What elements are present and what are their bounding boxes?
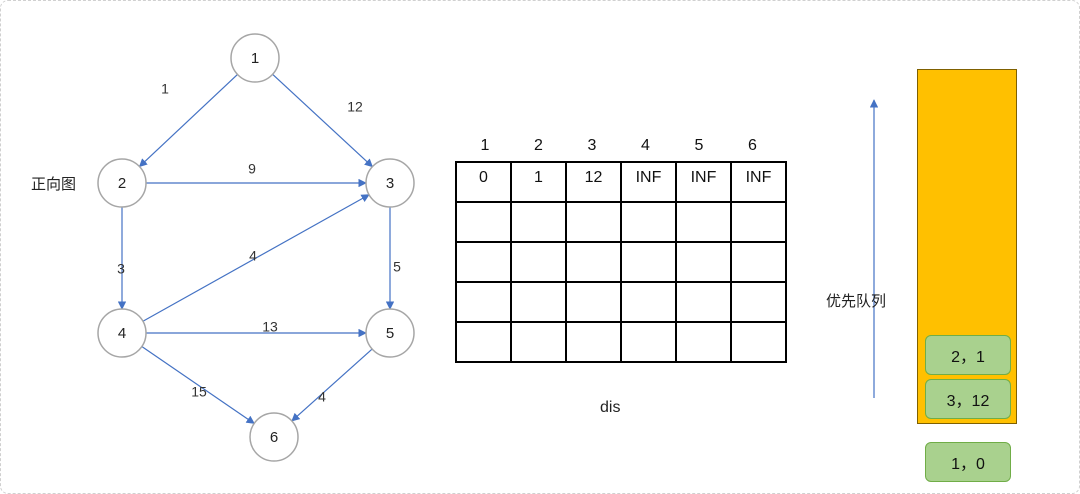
dis-cell [565,241,622,283]
edge-weight-label: 1 [161,81,169,97]
edge-1-3 [272,73,374,168]
edge-weight-label: 9 [248,161,256,177]
dis-row [455,321,787,363]
dis-cell [730,201,787,243]
node-label: 5 [386,325,394,342]
dis-row [455,201,787,243]
dis-column-header: 5 [694,137,704,154]
dis-cell [620,281,677,323]
node-5 [365,308,415,358]
edge-weight-label: 12 [347,99,363,115]
dis-cell [730,321,787,363]
dis-cell [620,321,677,363]
dis-cell [620,201,677,243]
edge-1-2 [138,73,238,168]
dis-cell: INF [730,161,787,203]
edge-weight-label: 13 [262,319,278,335]
edge-weight-label: 15 [191,384,207,400]
node-3 [365,158,415,208]
dis-caption: dis [600,399,621,416]
dis-column-header: 1 [480,137,490,154]
edge-weight-label: 4 [318,389,326,405]
node-2 [97,158,147,208]
dis-cell: INF [675,161,732,203]
dis-column-header: 3 [587,137,597,154]
node-6 [249,412,299,462]
queue-item: 2，1 [925,335,1011,375]
dis-cell [455,321,512,363]
node-label: 6 [270,429,278,446]
dis-cell [675,281,732,323]
node-1 [230,33,280,83]
dis-cell [455,201,512,243]
dis-cell [620,241,677,283]
dis-cell [510,201,567,243]
dis-cell: 1 [510,161,567,203]
node-label: 2 [118,175,126,192]
edge-weight-label: 4 [249,248,257,264]
dis-cell [455,241,512,283]
dis-row [455,241,787,283]
dis-cell: 0 [455,161,512,203]
node-label: 1 [251,50,259,67]
dis-cell [675,201,732,243]
dis-row [455,281,787,323]
dis-cell [675,321,732,363]
dis-cell: 12 [565,161,622,203]
dis-cell [730,241,787,283]
dis-cell [565,321,622,363]
edge-4-6 [141,346,255,424]
dis-cell [675,241,732,283]
dis-column-header: 2 [534,137,543,154]
dis-cell [565,201,622,243]
edge-weight-label: 5 [393,259,401,275]
dis-cell [510,241,567,283]
popped-item: 1，0 [925,442,1011,482]
node-label: 4 [118,325,126,342]
graph-title: 正向图 [31,176,77,193]
dis-cell [510,321,567,363]
edge-4-3 [142,194,370,322]
node-label: 3 [386,175,394,192]
dis-cell [510,281,567,323]
node-4 [97,308,147,358]
dis-cell [565,281,622,323]
dis-cell: INF [620,161,677,203]
dis-column-header: 6 [748,137,757,154]
queue-item: 3，12 [925,379,1011,419]
dis-cell [730,281,787,323]
edge-weight-label: 3 [117,261,125,277]
edge-5-6 [291,348,373,422]
queue-label: 优先队列 [826,293,887,310]
dis-column-header: 4 [641,137,650,154]
dis-cell [455,281,512,323]
